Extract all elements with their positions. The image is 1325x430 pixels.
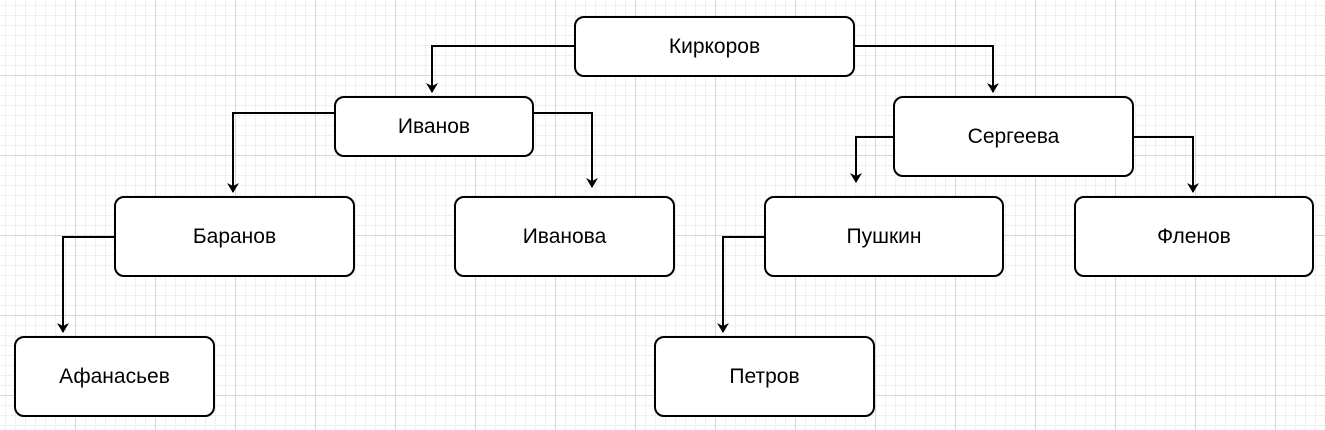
node-petrov[interactable]: Петров xyxy=(654,336,875,417)
node-ivanov[interactable]: Иванов xyxy=(334,96,534,157)
node-flenov[interactable]: Фленов xyxy=(1074,196,1314,277)
edge-pushkin-petrov[interactable] xyxy=(717,236,764,333)
node-afanasyev[interactable]: Афанасьев xyxy=(14,336,215,417)
node-kirkorov[interactable]: Киркоров xyxy=(574,16,855,77)
edge-kirkorov-ivanov[interactable] xyxy=(426,45,574,93)
edge-kirkorov-sergeeva[interactable] xyxy=(854,45,999,93)
node-pushkin[interactable]: Пушкин xyxy=(764,196,1004,277)
edge-ivanov-baranov[interactable] xyxy=(227,112,334,193)
edge-sergeeva-pushkin[interactable] xyxy=(850,136,893,183)
node-baranov[interactable]: Баранов xyxy=(114,196,355,277)
edge-sergeeva-flenov[interactable] xyxy=(1133,136,1199,193)
edge-ivanov-ivanova[interactable] xyxy=(534,112,598,188)
edge-baranov-afanasyev[interactable] xyxy=(57,236,114,333)
node-sergeeva[interactable]: Сергеева xyxy=(893,96,1134,177)
node-ivanova[interactable]: Иванова xyxy=(454,196,675,277)
